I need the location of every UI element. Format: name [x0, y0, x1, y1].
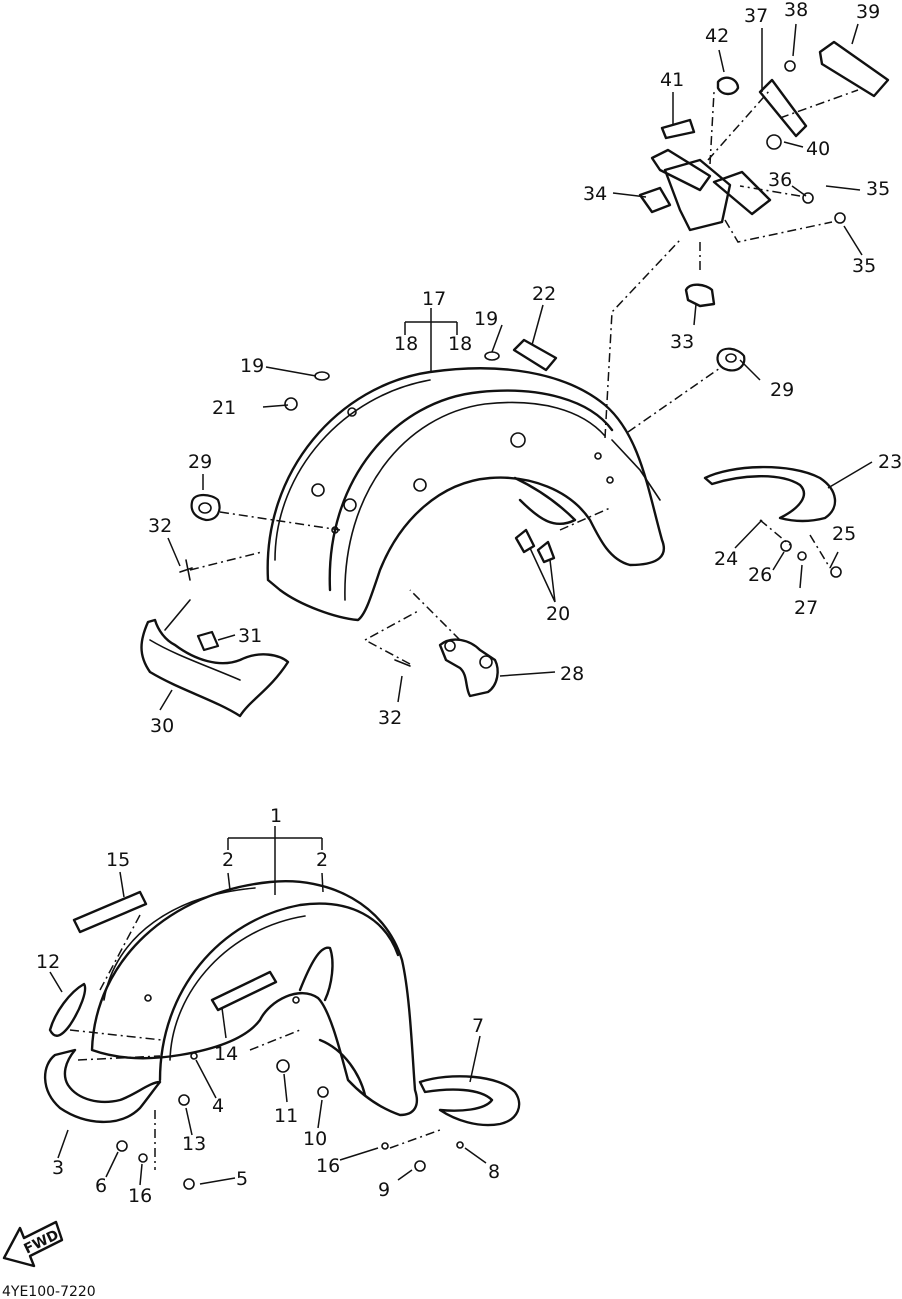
grommet-29-right — [716, 347, 746, 372]
reflector-20 — [514, 528, 556, 564]
fender-flap-30 — [140, 599, 290, 718]
grommet-29-left — [190, 493, 221, 522]
bracket-28 — [438, 638, 499, 698]
callout-4: 4 — [212, 1095, 224, 1117]
callout-numbers: 17 18 18 19 19 21 22 29 29 23 32 32 31 3… — [36, 0, 902, 1207]
callout-8: 8 — [488, 1161, 500, 1183]
callout-25: 25 — [832, 523, 856, 545]
callout-7: 7 — [472, 1015, 484, 1037]
callout-3: 3 — [52, 1157, 64, 1179]
emblem-22 — [512, 338, 558, 372]
callout-9: 9 — [378, 1179, 390, 1201]
callout-21: 21 — [212, 397, 236, 419]
front-stay-left — [43, 1048, 162, 1124]
callout-11: 11 — [274, 1105, 298, 1127]
callout-6: 6 — [95, 1175, 107, 1197]
callout-26: 26 — [748, 564, 772, 586]
callout-14: 14 — [214, 1043, 238, 1065]
callout-28: 28 — [560, 663, 584, 685]
grab-strap-23 — [703, 465, 837, 523]
callout-22: 22 — [532, 283, 556, 305]
callout-20: 20 — [546, 603, 570, 625]
callout-5: 5 — [236, 1168, 248, 1190]
callout-18-right: 18 — [448, 333, 472, 355]
callout-16-left: 16 — [128, 1185, 152, 1207]
callout-29-right: 29 — [770, 379, 794, 401]
callout-12: 12 — [36, 951, 60, 973]
front-assembly-lines — [69, 914, 441, 1170]
emblem-14 — [210, 970, 278, 1012]
fwd-label: FWD — [22, 1227, 62, 1257]
callout-30: 30 — [150, 715, 174, 737]
callout-31: 31 — [238, 625, 262, 647]
callout-35-bottom: 35 — [852, 255, 876, 277]
callout-16-right: 16 — [316, 1155, 340, 1177]
callout-38: 38 — [784, 0, 808, 21]
callout-33: 33 — [670, 331, 694, 353]
callout-10: 10 — [303, 1128, 327, 1150]
callout-40: 40 — [806, 138, 830, 160]
callout-13: 13 — [182, 1133, 206, 1155]
callout-24: 24 — [714, 548, 738, 570]
callout-36: 36 — [768, 169, 792, 191]
reflector-12 — [48, 982, 87, 1037]
front-fender — [90, 880, 419, 1117]
callout-2-left: 2 — [222, 849, 234, 871]
callout-34: 34 — [583, 183, 607, 205]
callout-17: 17 — [422, 288, 446, 310]
front-stay-right — [418, 1075, 521, 1127]
callout-41: 41 — [660, 69, 684, 91]
emblem-15 — [72, 890, 148, 934]
rear-fasteners — [179, 351, 842, 667]
callout-23: 23 — [878, 451, 902, 473]
front-fasteners — [116, 1052, 464, 1190]
callout-37: 37 — [744, 5, 768, 27]
callout-19-right: 19 — [474, 308, 498, 330]
callout-35-top: 35 — [866, 178, 890, 200]
rear-assembly-lines — [189, 89, 859, 665]
callout-32-right: 32 — [378, 707, 402, 729]
grommet-31 — [196, 630, 220, 652]
callout-39: 39 — [856, 1, 880, 23]
callout-32-left: 32 — [148, 515, 172, 537]
callout-29-left: 29 — [188, 451, 212, 473]
diagram-code: 4YE100-7220 — [2, 1284, 96, 1299]
callout-19-left: 19 — [240, 355, 264, 377]
callout-27: 27 — [794, 597, 818, 619]
callout-18-left: 18 — [394, 333, 418, 355]
fwd-arrow-icon: FWD — [2, 1220, 64, 1268]
callout-15: 15 — [106, 849, 130, 871]
leader-lines — [49, 23, 873, 1186]
callout-1: 1 — [270, 805, 282, 827]
callout-2-right: 2 — [316, 849, 328, 871]
rear-fender — [266, 367, 665, 622]
callout-42: 42 — [705, 25, 729, 47]
taillight-bracket-cluster — [638, 40, 890, 308]
